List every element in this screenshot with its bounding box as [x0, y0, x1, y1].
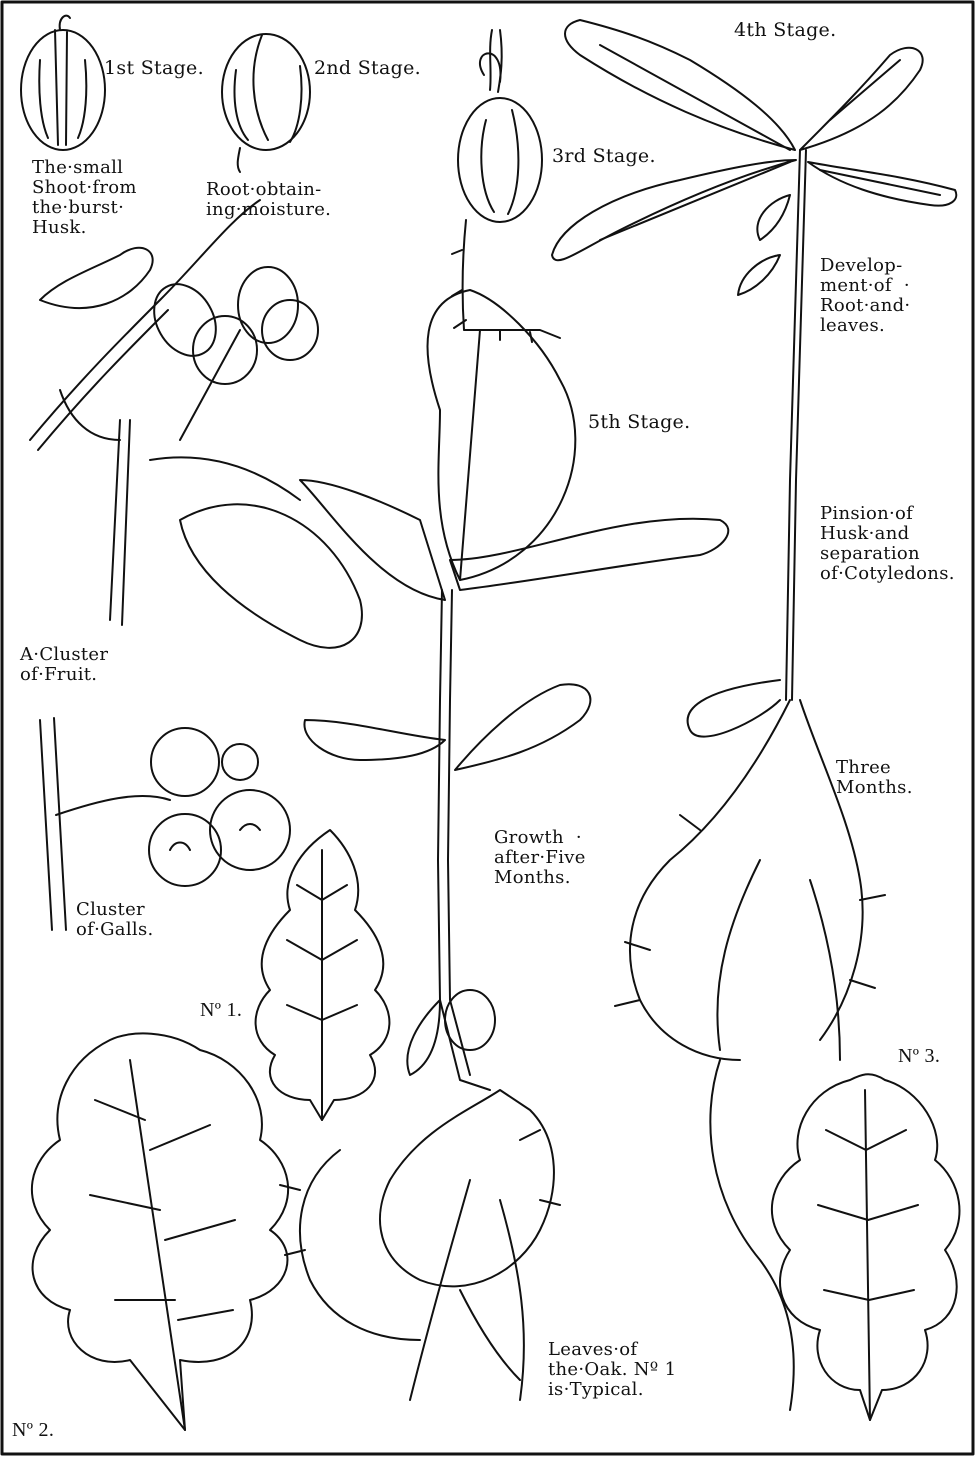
label-stage-5: 5th Stage.	[588, 412, 690, 432]
oak-leaf-no3	[772, 1074, 960, 1420]
label-no-3: Nº 3.	[898, 1046, 940, 1066]
label-small-shoot: The·small Shoot·from the·burst· Husk.	[32, 158, 137, 238]
label-stage-4: 4th Stage.	[734, 20, 836, 40]
seedling-stage-4	[552, 20, 956, 700]
label-pinsion: Pinsion·of Husk·and separation of·Cotyle…	[820, 504, 955, 584]
oak-leaf-no2	[32, 1033, 288, 1430]
label-leaves-of-the-oak: Leaves·of the·Oak. Nº 1 is·Typical.	[548, 1340, 676, 1400]
label-three-months: Three Months.	[836, 758, 913, 798]
acorn-cluster-branch	[30, 200, 362, 648]
label-stage-3: 3rd Stage.	[552, 146, 656, 166]
label-no-2: Nº 2.	[12, 1420, 54, 1440]
acorn-stage-1	[21, 16, 105, 150]
label-development: Develop- ment·of · Root·and· leaves.	[820, 256, 910, 336]
label-cluster-fruit: A·Cluster of·Fruit.	[20, 645, 108, 685]
label-stage-2: 2nd Stage.	[314, 58, 421, 78]
root-mass-five-months	[280, 1090, 560, 1400]
acorn-stage-2	[222, 34, 310, 172]
label-cluster-galls: Cluster of·Galls.	[76, 900, 154, 940]
label-stage-1: 1st Stage.	[104, 58, 204, 78]
label-growth-five-months: Growth · after·Five Months.	[494, 828, 586, 888]
label-no-1: Nº 1.	[200, 1000, 242, 1020]
label-root-moisture: Root·obtain- ing·moisture.	[206, 180, 331, 220]
seedling-stage-5	[300, 290, 728, 1090]
acorn-stage-3	[452, 30, 560, 342]
oak-leaf-no1	[256, 830, 390, 1120]
